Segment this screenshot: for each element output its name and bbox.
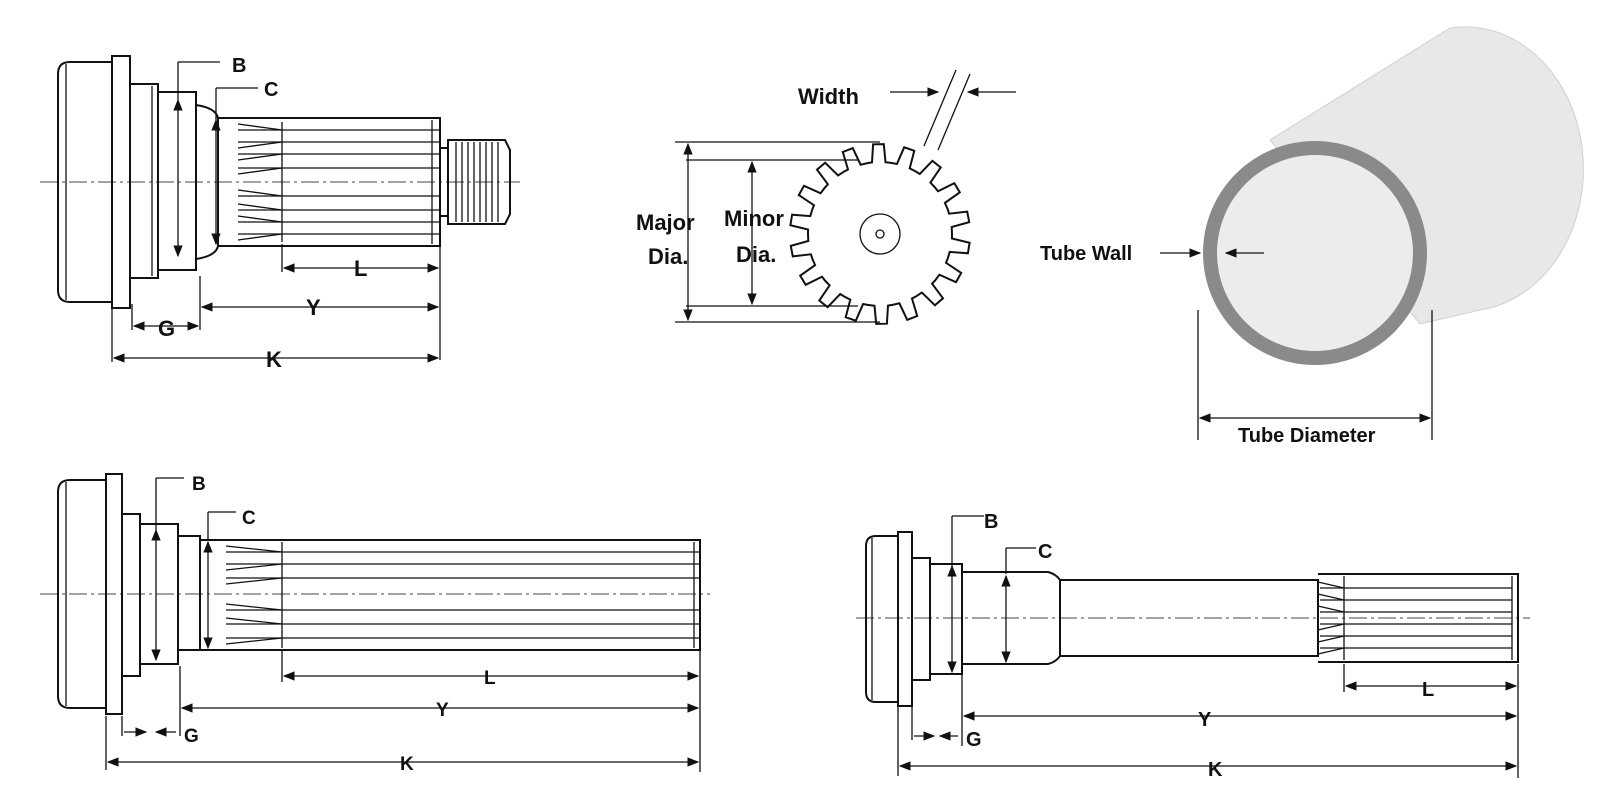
spline-label-minor-dia: Dia.	[736, 242, 776, 267]
shaft-br-label-b: B	[984, 511, 998, 533]
spline-label-major-dia: Dia.	[648, 244, 688, 269]
shaft-br-label-g: G	[966, 729, 982, 751]
shaft-bl-label-b: B	[192, 474, 206, 495]
shaft-top-label-k: K	[266, 347, 282, 372]
spline-gear-drawing	[675, 69, 1016, 325]
shaft-top-label-y: Y	[306, 295, 321, 320]
shaft-bottom-right-drawing	[856, 515, 1530, 778]
tube-label-wall: Tube Wall	[1040, 243, 1132, 265]
spline-label-major: Major	[636, 210, 695, 235]
shaft-top-label-l: L	[354, 256, 367, 281]
tube-drawing	[1160, 26, 1584, 440]
shaft-br-label-y: Y	[1198, 709, 1212, 731]
shaft-top-label-c: C	[264, 79, 278, 101]
shaft-top-label-g: G	[158, 316, 175, 341]
shaft-top-label-b: B	[232, 55, 246, 77]
spline-label-minor: Minor	[724, 206, 784, 231]
shaft-br-label-c: C	[1038, 541, 1052, 563]
shaft-top-drawing	[40, 55, 520, 363]
shaft-br-label-k: K	[1208, 759, 1223, 781]
shaft-bottom-left-drawing	[40, 473, 710, 772]
spline-label-width: Width	[798, 84, 859, 109]
shaft-bl-label-y: Y	[436, 700, 449, 721]
shaft-bl-label-c: C	[242, 508, 256, 529]
shaft-bl-label-l: L	[484, 668, 496, 689]
shaft-bl-label-g: G	[184, 726, 199, 747]
tube-label-diameter: Tube Diameter	[1238, 425, 1376, 447]
shaft-bl-label-k: K	[400, 754, 414, 775]
shaft-br-label-l: L	[1422, 679, 1434, 701]
